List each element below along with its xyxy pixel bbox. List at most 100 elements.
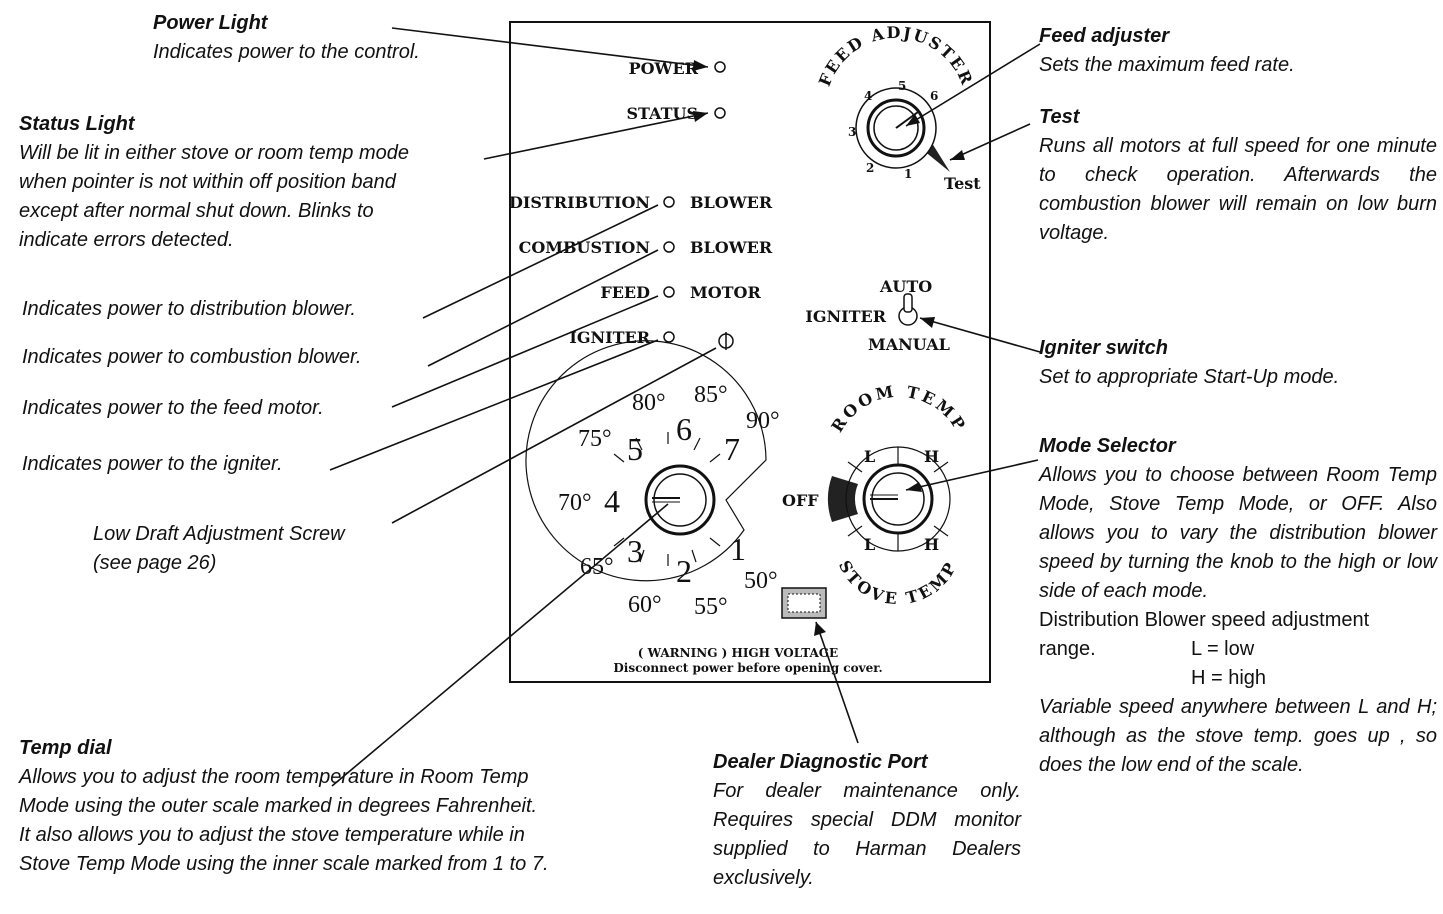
igniter-switch-title: Igniter switch [1039,337,1168,359]
feed-light [663,286,675,298]
feed-num-2: 2 [866,161,874,175]
inner-3: 3 [627,533,643,569]
diagnostic-port[interactable] [781,587,827,619]
outer-60: 60° [628,592,662,618]
mode-selector-annotation: Mode Selector Allows you to choose betwe… [1039,432,1437,780]
room-high-label: H [924,447,939,466]
leader-lines [329,27,1041,787]
feed-num-5: 5 [898,79,906,93]
status-light-line-1: Will be lit in either stove or room temp… [19,142,409,164]
feed-adjuster-annotation: Feed adjuster Sets the maximum feed rate… [1039,22,1437,80]
outer-75: 75° [578,426,612,452]
temp-outer-scale: 50° 55° 60° 65° 70° 75° 80° 85° 90° [558,382,780,620]
distribution-light [663,196,675,208]
feed-motor-annotation: Indicates power to the feed motor. [22,397,324,419]
test-label: Test [944,174,981,193]
diagnostic-body: For dealer maintenance only. Requires sp… [713,780,1021,889]
combustion-blower-label: BLOWER [690,238,773,257]
status-light-line-3: except after normal shut down. Blinks to [19,200,374,222]
distribution-annotation: Indicates power to distribution blower. [22,298,356,320]
combustion-annotation: Indicates power to combustion blower. [22,346,362,368]
status-light-line-2: when pointer is not within off position … [19,171,396,193]
stove-low-label: L [864,535,875,554]
outer-65: 65° [580,554,614,580]
igniter-light [663,331,675,343]
combustion-label: COMBUSTION [519,238,650,257]
low-draft-annotation: Low Draft Adjustment Screw (see page 26) [93,520,413,578]
outer-85: 85° [694,382,728,408]
feed-motor-label: MOTOR [690,283,761,302]
power-light-annotation: Power Light Indicates power to the contr… [153,9,513,67]
inner-7: 7 [724,431,740,467]
feed-num-6: 6 [930,89,938,103]
low-draft-line-1: Low Draft Adjustment Screw [93,523,345,545]
igniter-switch-body: Set to appropriate Start-Up mode. [1039,366,1340,388]
mode-selector-ticks [847,447,949,551]
stove-temp-arc-label: STOVE TEMP [835,557,961,608]
temp-dial-ticks [613,432,721,566]
status-light-line-4: indicate errors detected. [19,229,234,251]
temp-dial-line-1: Allows you to adjust the room temperatur… [19,766,529,788]
feed-num-3: 3 [848,125,856,139]
low-draft-screw-icon[interactable] [718,332,734,350]
inner-2: 2 [676,553,692,589]
temp-dial-line-4: Stove Temp Mode using the inner scale ma… [19,853,549,875]
outer-50: 50° [744,568,778,594]
mode-selector-title: Mode Selector [1039,435,1176,457]
temp-dial-knob[interactable] [644,464,716,536]
stove-high-label: H [924,535,939,554]
distribution-label: DISTRIBUTION [509,193,650,212]
temp-dial-line-2: Mode using the outer scale marked in deg… [19,795,538,817]
mode-selector-body: Allows you to choose between Room Temp M… [1039,464,1437,602]
temp-dial-title: Temp dial [19,737,112,759]
low-draft-line-2: (see page 26) [93,552,217,574]
outer-90: 90° [746,408,780,434]
power-light-title: Power Light [153,12,268,34]
combustion-light [663,241,675,253]
temp-dial-annotation: Temp dial Allows you to adjust the room … [19,734,679,879]
mode-selector-variable: Variable speed anywhere between L and H;… [1039,696,1437,776]
temp-dial-outline [525,340,767,582]
power-light [714,61,726,73]
status-light-annotation: Status Light Will be lit in either stove… [19,110,499,255]
mode-selector-l-low: L = low [1191,638,1255,660]
outer-55: 55° [694,594,728,620]
manual-label: MANUAL [868,335,950,354]
room-temp-arc-label: ROOM TEMP [827,381,970,435]
feed-adjuster-knob[interactable] [855,87,937,169]
off-label: OFF [782,491,819,510]
control-panel [509,21,991,683]
leader-arrowheads [693,60,965,636]
status-light-title: Status Light [19,113,135,135]
room-low-label: L [864,447,875,466]
igniter-switch-label: IGNITER [805,307,886,326]
test-annotation: Test Runs all motors at full speed for o… [1039,103,1437,248]
diagnostic-annotation: Dealer Diagnostic Port For dealer mainte… [713,748,1021,893]
feed-adjuster-numbers: 1 2 3 4 5 6 [848,79,938,181]
inner-4: 4 [604,483,620,519]
test-title: Test [1039,106,1080,128]
status-label: STATUS [626,104,698,123]
status-light [714,107,726,119]
distribution-blower-label: BLOWER [690,193,773,212]
temp-inner-scale: 1 2 3 4 5 6 7 [604,411,746,589]
igniter-label: IGNITER [569,328,650,347]
igniter-toggle-switch[interactable] [898,293,918,326]
feed-num-4: 4 [864,89,872,103]
feed-num-1: 1 [904,167,912,181]
off-band [827,476,858,522]
mode-selector-range-a: Distribution Blower speed adjustment [1039,609,1370,631]
feed-adjuster-arc-label: FEED ADJUSTER [815,23,977,89]
feed-label: FEED [600,283,650,302]
outer-70: 70° [558,490,592,516]
igniter-annotation: Indicates power to the igniter. [22,453,283,475]
inner-6: 6 [676,411,692,447]
warning-line2: Disconnect power before opening cover. [613,661,882,675]
power-light-body: Indicates power to the control. [153,41,420,63]
mode-selector-range-b: range. [1039,638,1096,660]
inner-5: 5 [627,431,643,467]
test-body: Runs all motors at full speed for one mi… [1039,135,1437,244]
warning-line1: ( WARNING ) HIGH VOLTAGE [638,646,838,660]
auto-label: AUTO [879,277,932,296]
